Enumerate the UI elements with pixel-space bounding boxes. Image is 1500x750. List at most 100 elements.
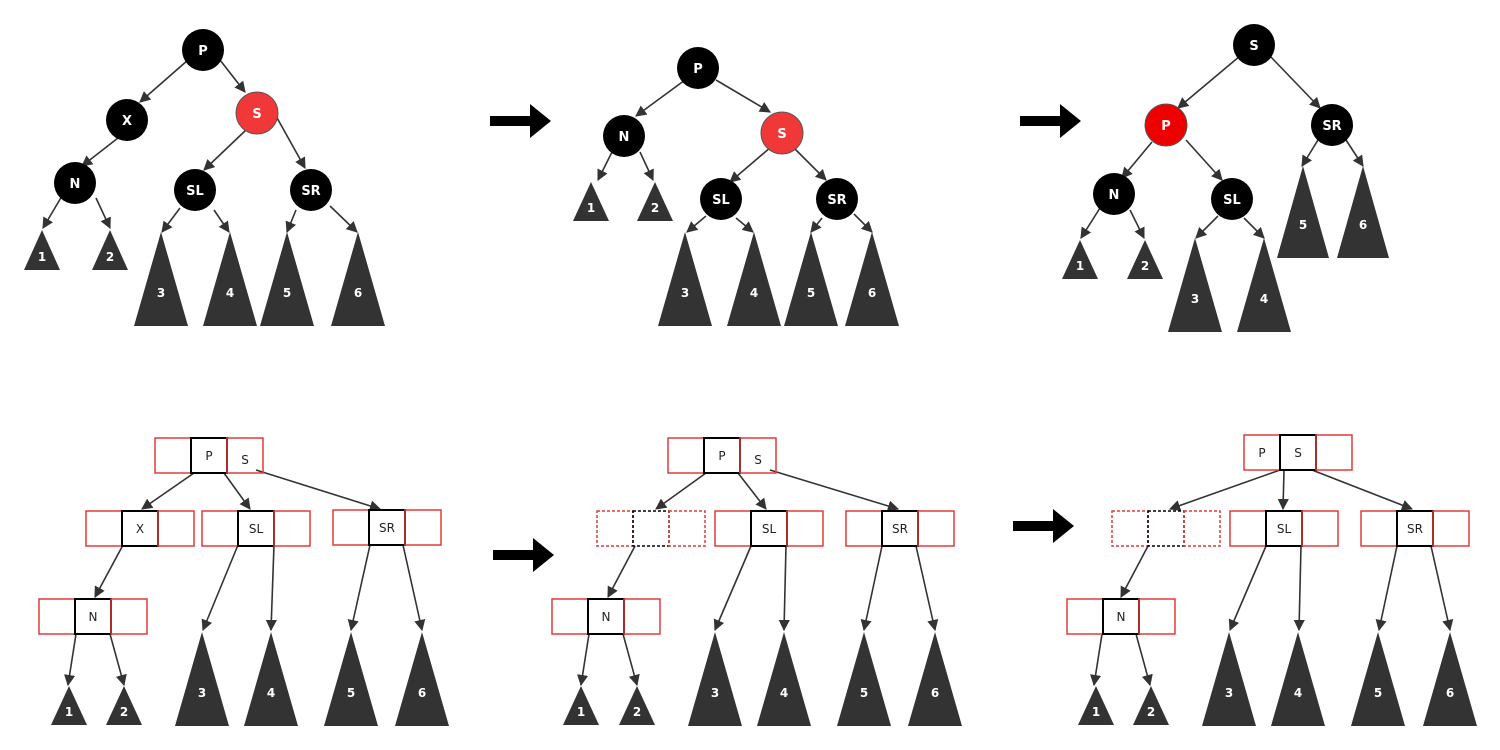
svg-text:6: 6 xyxy=(931,686,939,700)
svg-text:5: 5 xyxy=(347,686,355,700)
b-tree-node-sr: SR xyxy=(332,509,442,546)
top-panel-2: P N S SL SR 1 2 3 4 5 6 xyxy=(573,47,899,326)
svg-text:P: P xyxy=(718,449,725,463)
tree-node-sl: SL xyxy=(700,178,742,220)
tree-node-p: P xyxy=(1144,103,1188,147)
tree-node-s: S xyxy=(760,111,804,155)
svg-text:1: 1 xyxy=(587,201,595,215)
svg-text:2: 2 xyxy=(120,705,128,719)
svg-text:S: S xyxy=(252,107,261,122)
arrow-right-icon xyxy=(493,538,554,572)
arrow-right-icon xyxy=(1020,104,1081,138)
subtree-3: 3 xyxy=(175,632,229,726)
b-tree-node-n: N xyxy=(38,598,148,635)
svg-text:4: 4 xyxy=(226,286,234,300)
tree-node-sr: SR xyxy=(290,169,332,211)
top-panel-3: S P SR N SL 5 6 1 2 3 4 xyxy=(1062,24,1389,332)
subtree-6: 6 xyxy=(331,232,385,326)
subtree-2: 2 xyxy=(92,230,128,270)
subtree-1: 1 xyxy=(563,686,599,725)
svg-text:5: 5 xyxy=(1299,218,1307,232)
svg-text:3: 3 xyxy=(1191,292,1199,306)
tree-node-s: S xyxy=(235,91,279,135)
subtree-1: 1 xyxy=(1078,686,1114,725)
b-tree-node-sl: SL xyxy=(201,510,311,547)
svg-text:5: 5 xyxy=(807,286,815,300)
svg-text:2: 2 xyxy=(1141,259,1149,273)
svg-text:N: N xyxy=(70,177,81,192)
subtree-1: 1 xyxy=(24,230,60,270)
subtree-5: 5 xyxy=(260,232,314,326)
subtree-3: 3 xyxy=(688,632,742,726)
svg-text:5: 5 xyxy=(283,286,291,300)
svg-text:SL: SL xyxy=(186,184,204,199)
svg-text:3: 3 xyxy=(157,286,165,300)
b-tree-node-empty xyxy=(596,510,706,547)
svg-text:SL: SL xyxy=(712,193,730,208)
arrow-right-icon xyxy=(490,104,551,138)
svg-text:2: 2 xyxy=(651,201,659,215)
svg-text:6: 6 xyxy=(354,286,362,300)
svg-text:SR: SR xyxy=(1322,119,1341,134)
b-tree-node-x: X xyxy=(85,510,195,547)
svg-text:N: N xyxy=(1109,188,1120,203)
svg-text:P: P xyxy=(693,62,703,77)
svg-text:N: N xyxy=(602,610,611,624)
key-p: P xyxy=(205,449,212,463)
svg-text:P: P xyxy=(1258,446,1265,460)
svg-text:6: 6 xyxy=(1359,218,1367,232)
tree-node-sl: SL xyxy=(174,169,216,211)
subtree-5: 5 xyxy=(324,632,378,726)
svg-text:1: 1 xyxy=(1076,259,1084,273)
svg-text:SR: SR xyxy=(827,193,846,208)
key-s: S xyxy=(241,453,249,467)
b-tree-node-root: P S xyxy=(154,437,264,474)
subtree-5: 5 xyxy=(784,232,838,326)
svg-text:4: 4 xyxy=(780,686,788,700)
svg-text:SR: SR xyxy=(1407,522,1423,536)
subtree-3: 3 xyxy=(1168,238,1222,332)
subtree-2: 2 xyxy=(1133,686,1169,725)
arrow-right-icon xyxy=(1013,509,1074,543)
svg-text:4: 4 xyxy=(1260,292,1268,306)
b-tree-node-n: N xyxy=(1066,598,1176,635)
subtree-1: 1 xyxy=(51,686,87,725)
tree-node-p: P xyxy=(677,47,719,89)
svg-text:P: P xyxy=(198,44,208,59)
subtree-4: 4 xyxy=(1237,238,1291,332)
b-tree-node-sr: SR xyxy=(1360,510,1470,547)
subtree-5: 5 xyxy=(1351,632,1405,726)
b-tree-node-n: N xyxy=(551,598,661,635)
bottom-panel-3: P S SL SR N 1 2 3 4 5 xyxy=(1066,434,1477,726)
b-tree-node-root: P S xyxy=(667,437,777,474)
svg-text:5: 5 xyxy=(860,686,868,700)
subtree-5: 5 xyxy=(1277,166,1329,258)
tree-node-n: N xyxy=(603,115,645,157)
subtree-2: 2 xyxy=(637,182,673,221)
svg-text:3: 3 xyxy=(198,686,206,700)
tree-node-x: X xyxy=(106,99,148,141)
subtree-4: 4 xyxy=(757,632,811,726)
subtree-3: 3 xyxy=(658,232,712,326)
svg-text:6: 6 xyxy=(868,286,876,300)
svg-text:1: 1 xyxy=(38,250,46,264)
svg-text:SL: SL xyxy=(1223,193,1241,208)
subtree-4: 4 xyxy=(727,232,781,326)
tree-node-n: N xyxy=(54,162,96,204)
subtree-3: 3 xyxy=(1202,632,1256,726)
svg-text:N: N xyxy=(89,610,98,624)
svg-text:SR: SR xyxy=(892,522,908,536)
svg-text:X: X xyxy=(136,522,144,536)
tree-node-s: S xyxy=(1233,24,1275,66)
subtree-6: 6 xyxy=(845,232,899,326)
subtree-6: 6 xyxy=(1423,632,1477,726)
b-tree-node-root: P S xyxy=(1243,434,1353,471)
b-tree-node-empty xyxy=(1111,510,1221,547)
svg-text:4: 4 xyxy=(1294,686,1302,700)
subtree-6: 6 xyxy=(395,632,449,726)
b-tree-node-sl: SL xyxy=(714,510,824,547)
svg-text:3: 3 xyxy=(1225,686,1233,700)
svg-text:S: S xyxy=(777,127,786,142)
svg-text:S: S xyxy=(1249,39,1258,54)
subtree-4: 4 xyxy=(244,632,298,726)
